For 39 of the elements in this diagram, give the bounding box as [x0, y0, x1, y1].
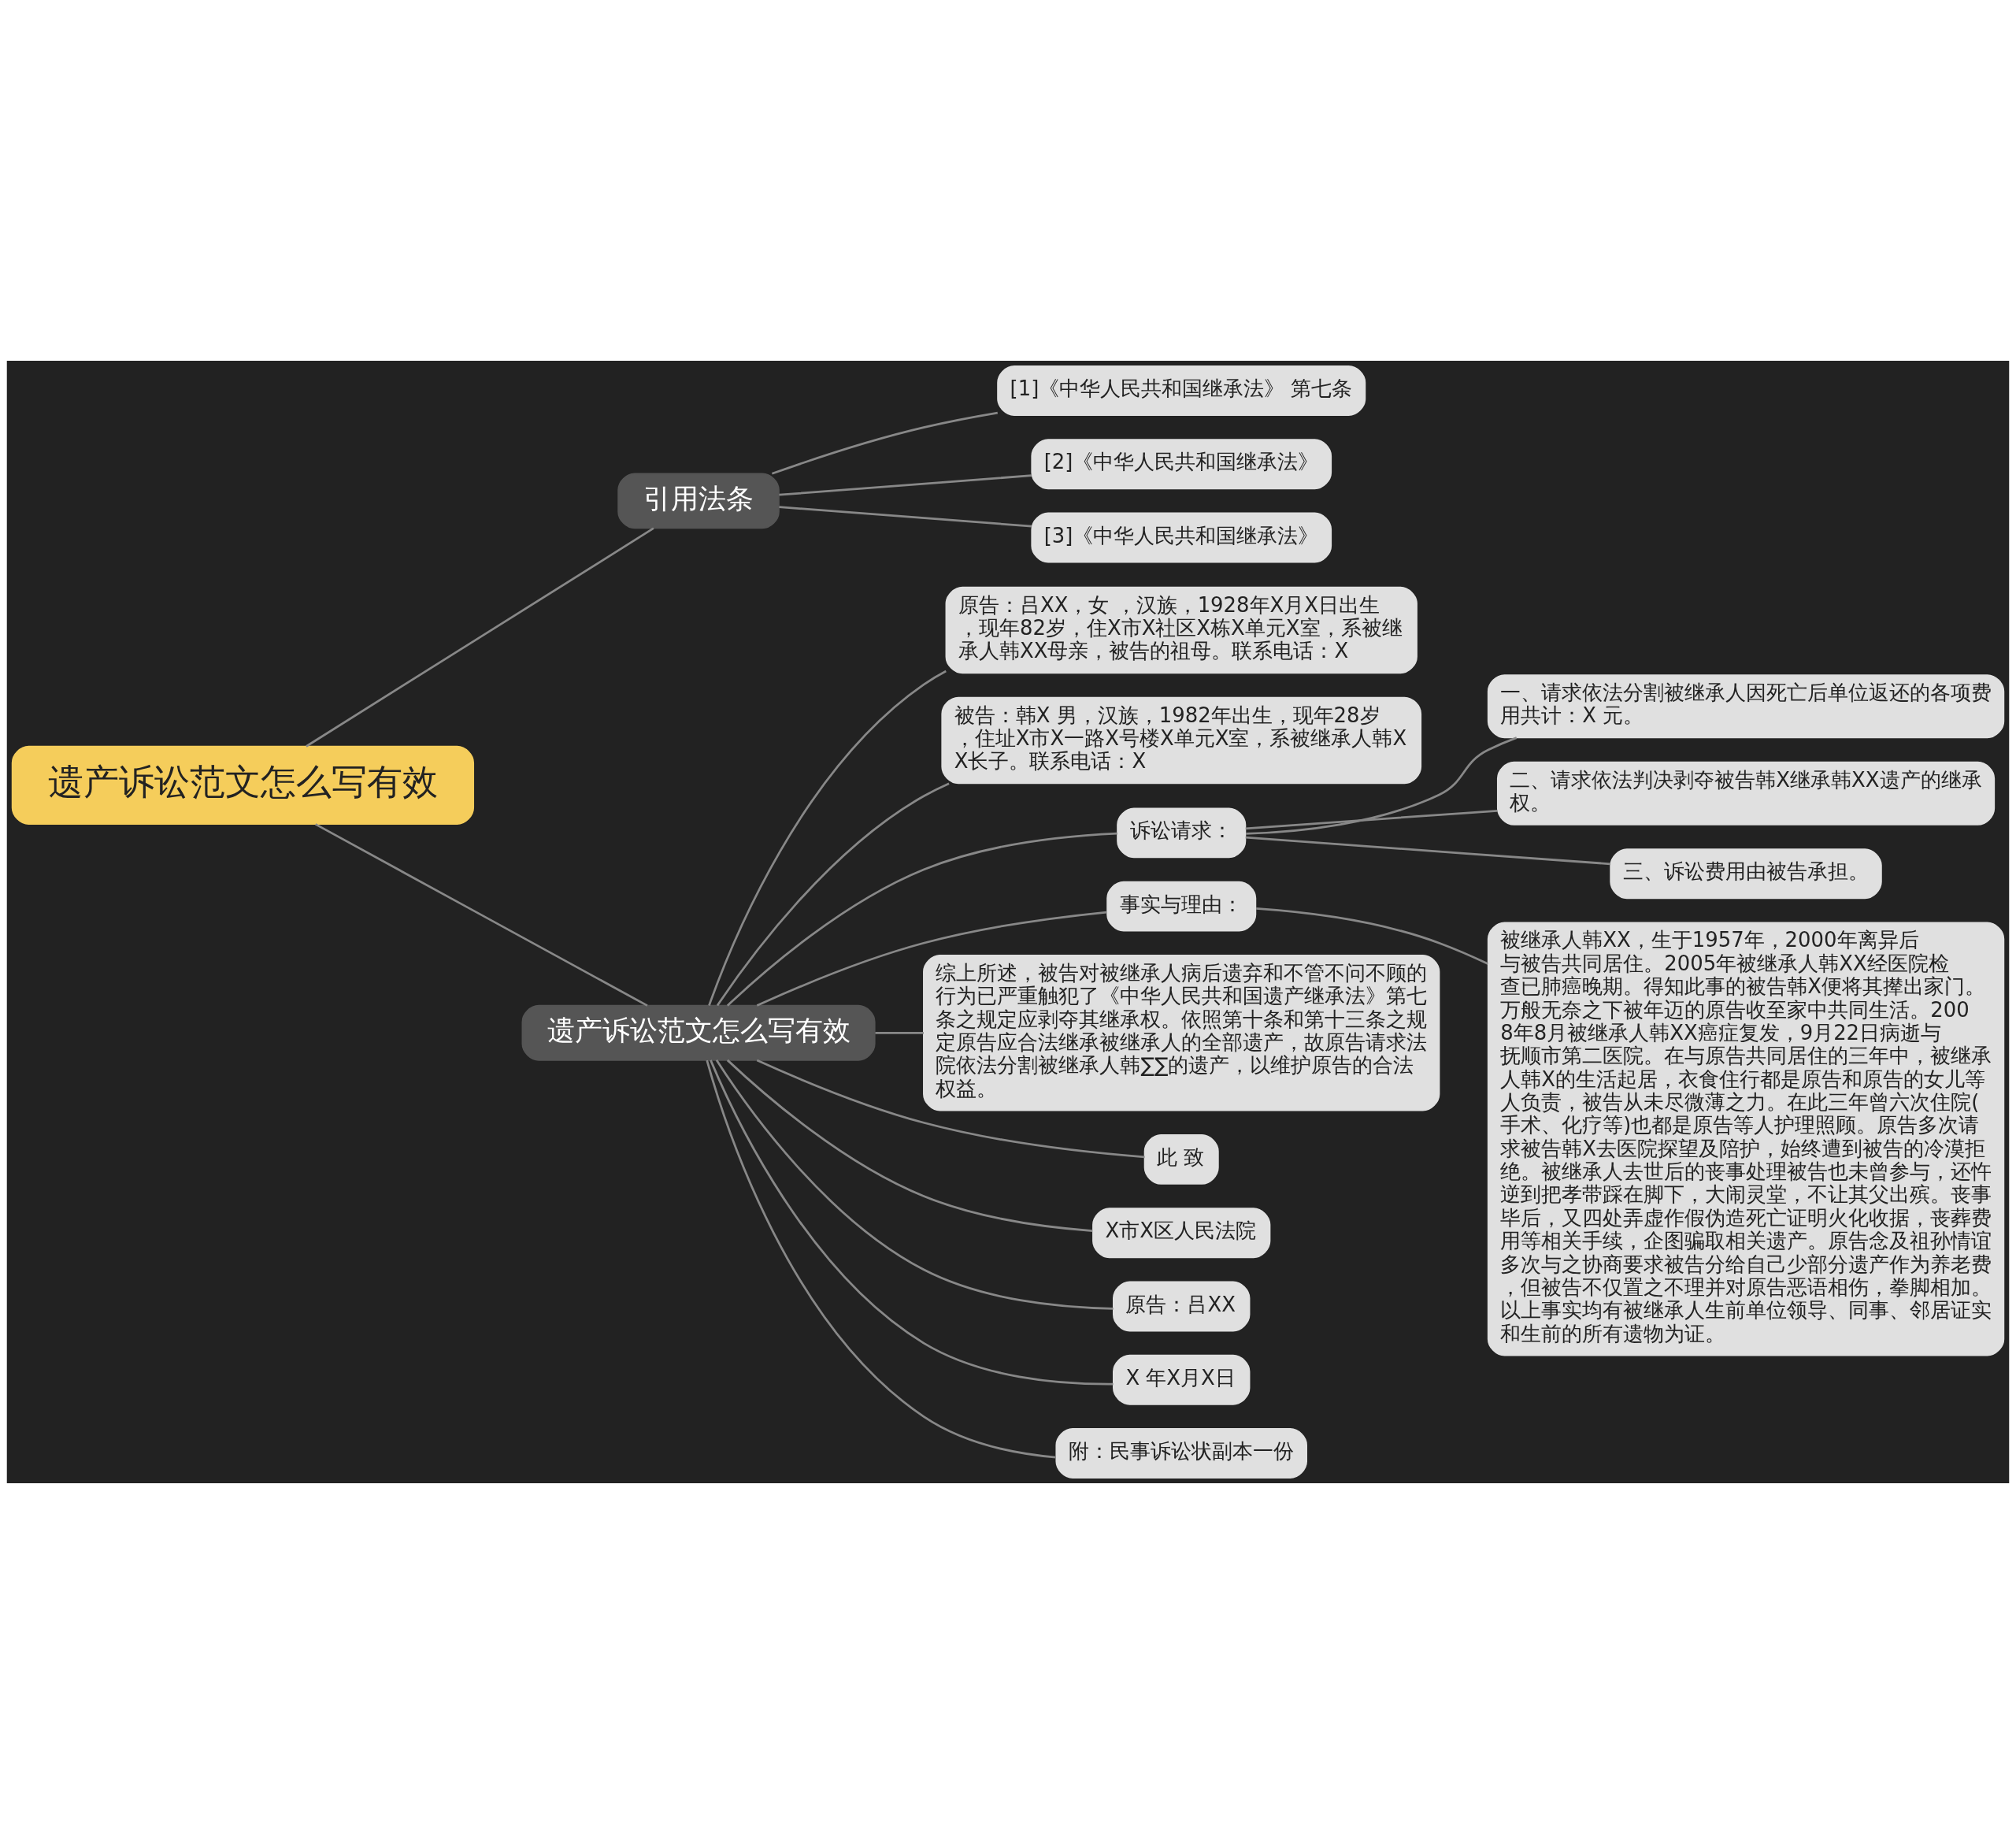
- node-box: 附：民事诉讼状副本一份: [1055, 1428, 1307, 1479]
- connector: [875, 1031, 924, 1034]
- node-box: 原告：吕XX，女 ，汉族，1928年X月X日出生，现年82岁，住X市X社区X栋X单元X室，系被继承人韩XX母亲，被告的祖母。联系电话：X: [945, 586, 1418, 674]
- node-box: 引用法条: [617, 473, 780, 529]
- connector: [779, 506, 1032, 528]
- connector: [756, 911, 1107, 1007]
- connector: [708, 670, 947, 1006]
- connector: [715, 1059, 1114, 1310]
- connector: [716, 782, 950, 1007]
- connector: [710, 1059, 1114, 1386]
- node-box: 二、请求依法判决剥夺被告韩X继承韩XX遗产的继承权。: [1496, 761, 1996, 826]
- node-box: 遗产诉讼范文怎么写有效: [521, 1004, 876, 1061]
- connector: [771, 411, 999, 475]
- node-box: X 年X月X日: [1113, 1354, 1251, 1405]
- connector: [706, 1059, 1057, 1459]
- node-box: [3]《中华人民共和国继承法》: [1031, 512, 1332, 563]
- node-box: 一、请求依法分割被继承人因死亡后单位返还的各项费用共计：X 元。: [1487, 674, 2005, 739]
- connector: [726, 1059, 1093, 1232]
- node-box: [2]《中华人民共和国继承法》: [1031, 439, 1332, 490]
- node-box: 此 致: [1143, 1133, 1219, 1185]
- node-box: [1]《中华人民共和国继承法》 第七条: [997, 365, 1366, 416]
- node-box: 诉讼请求：: [1117, 807, 1247, 859]
- connector: [1255, 907, 1488, 965]
- connector: [306, 527, 654, 748]
- node-box: 被继承人韩XX，生于1957年，2000年离异后与被告共同居住。2005年被继承人韩XX经医院检查已肺癌晚期。得知此事的被告韩X便将其撵出家门。万般无奈之下被年迈的原告收至家中共同生活。2008年8月被继承人韩XX癌症复发，9月22日病逝与抚顺市第二医院。在与原告共同居住的三年中，被继承人韩X的生活起居，衣食住行都是原告和原告的女儿等人负责，被告从未尽微薄之力。在此三年曾六次住院(手术、化疗等)也都是原告等人护理照顾。原告多次请求被告韩X去医院探望及陪护，始终遭到被告的冷漠拒绝。被继承人去世后的丧事处理被告也未曾参与，还忤逆到把孝带踩在脚下，大闹灵堂，不让其父出殡。丧事毕后，又四处弄虚作假伪造死亡证明火化收据，丧葬费用等相关手续，企图骗取相关遗产。原告念及祖孙情谊多次与之协商要求被告分给自己少部分遗产作为养老费，但被告不仅置之不理并对原告恶语相伤，拳脚相加。以上事实均有被继承人生前单位领导、同事、邻居证实和生前的所有遗物为证。: [1487, 922, 2005, 1356]
- connector: [1245, 736, 1518, 835]
- node-box: 三、诉讼费用由被告承担。: [1610, 848, 1882, 900]
- connector: [1245, 809, 1498, 830]
- connector: [1245, 836, 1610, 866]
- node-box: 事实与理由：: [1106, 881, 1257, 932]
- node-box: 遗产诉讼范文怎么写有效: [11, 745, 475, 825]
- node-box: 原告：吕XX: [1113, 1281, 1251, 1332]
- connector: [315, 823, 648, 1007]
- node-box: X市X区人民法院: [1092, 1208, 1271, 1259]
- connector: [726, 832, 1117, 1007]
- connector: [756, 1059, 1145, 1159]
- node-box: 综上所述，被告对被继承人病后遗弃和不管不问不顾的行为已严重触犯了《中华人民共和国遗产继承法》第七条之规定应剥夺其继承权。依照第十条和第十三条之规定原告应合法继承被继承人的全部遗产，故原告请求法院依法分割被继承人韩∑∑的遗产，以维护原告的合法权益。: [923, 954, 1440, 1111]
- connector: [779, 474, 1032, 496]
- node-box: 被告：韩X 男，汉族，1982年出生，现年28岁，住址X市X一路X号楼X单元X室，系被继承人韩XX长子。联系电话：X: [941, 696, 1422, 785]
